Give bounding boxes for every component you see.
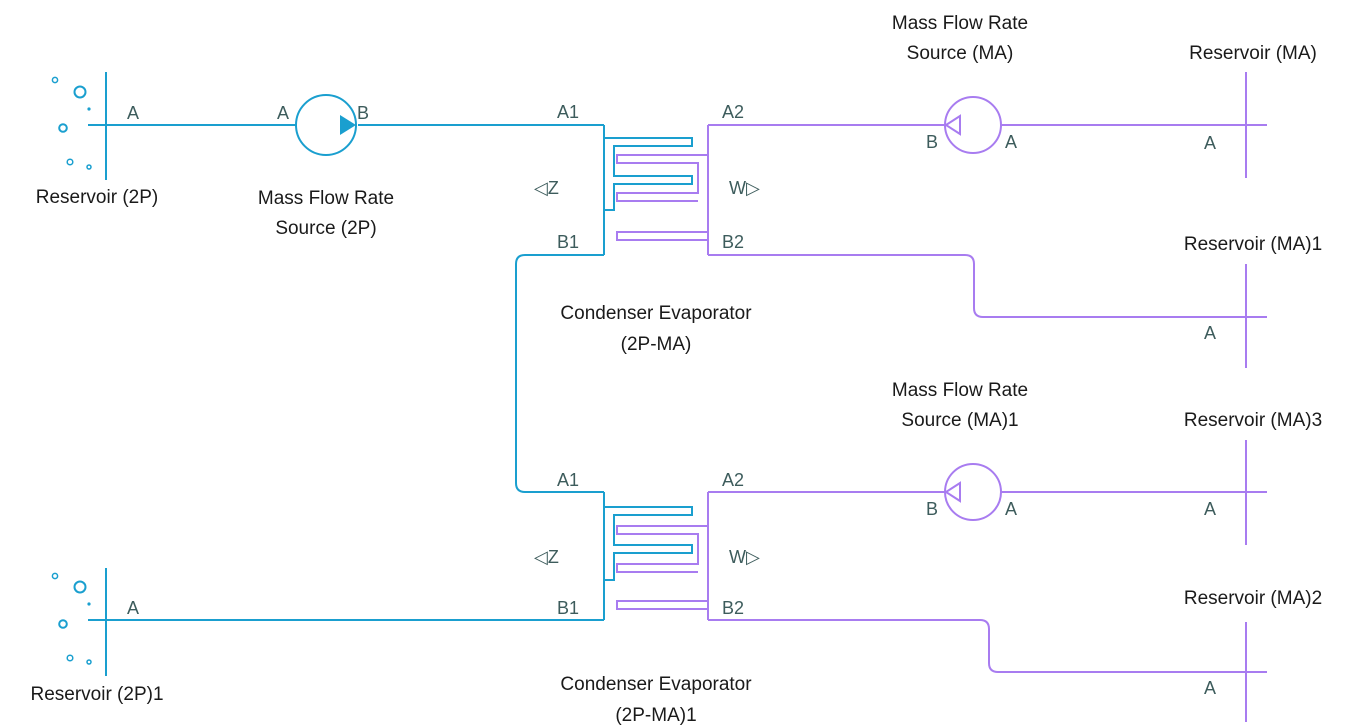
condevap1-port-a2: A2 [722,470,744,490]
condevap-port-a1: A1 [557,102,579,122]
source-2p-label-line2: Source (2P) [275,218,376,239]
reservoir-ma-block[interactable]: A Reservoir (MA) [1189,43,1317,178]
reservoir-ma3-port-a: A [1204,499,1216,519]
mass-flow-rate-source-2p-block[interactable]: A B Mass Flow Rate Source (2P) [258,94,394,239]
condevap-port-b1: B1 [557,232,579,252]
source-ma-port-a: A [1005,132,1017,152]
reservoir-ma2-block[interactable]: A Reservoir (MA)2 [1184,588,1322,722]
condevap1-port-z: ◁Z [534,547,559,567]
wire-condevap-b2-to-reservoirma1[interactable] [708,254,1267,318]
source-ma-label-line1: Mass Flow Rate [892,13,1028,34]
reservoir-ma1-label: Reservoir (MA)1 [1184,234,1322,255]
condevap1-label-line2: (2P-MA)1 [615,705,696,726]
reservoir-2p-label: Reservoir (2P) [36,187,158,208]
condevap-port-b2: B2 [722,232,744,252]
condevap1-port-b2: B2 [722,598,744,618]
reservoir-2p1-port-a: A [127,598,139,618]
reservoir-ma1-port-a: A [1204,323,1216,343]
condevap-label-line2: (2P-MA) [621,334,692,355]
source-2p-label-line1: Mass Flow Rate [258,188,394,209]
source-ma1-label-line1: Mass Flow Rate [892,380,1028,401]
source-ma1-port-a: A [1005,499,1017,519]
condevap1-port-a1: A1 [557,470,579,490]
condevap-label-line1: Condenser Evaporator [560,303,752,324]
wires-moist-air [708,124,1267,673]
reservoir-2p-block[interactable]: A Reservoir (2P) [36,72,158,208]
reservoir-ma3-block[interactable]: A Reservoir (MA)3 [1184,410,1322,545]
condevap-port-z: ◁Z [534,178,559,198]
reservoir-ma2-label: Reservoir (MA)2 [1184,588,1322,609]
reservoir-2p1-block[interactable]: A Reservoir (2P)1 [30,568,164,705]
wire-condevap1-b2-to-reservoirma2[interactable] [708,619,1267,673]
heat-exchanger-icon [603,125,709,255]
bubbles-icon [51,572,92,665]
wire-condevap-b1-to-condevap1-a1[interactable] [515,254,604,493]
source-ma1-port-b: B [926,499,938,519]
flow-arrow-icon [944,114,961,136]
reservoir-ma1-block[interactable]: A Reservoir (MA)1 [1184,234,1322,368]
source-ma-label-line2: Source (MA) [907,43,1014,64]
mass-flow-rate-source-ma-block[interactable]: B A Mass Flow Rate Source (MA) [892,13,1028,154]
condenser-evaporator-block[interactable]: A1 B1 A2 B2 ◁Z W▷ Condenser Evaporator (… [534,102,760,355]
condenser-evaporator-1-block[interactable]: A1 B1 A2 B2 ◁Z W▷ Condenser Evaporator (… [534,470,760,726]
source-ma-port-b: B [926,132,938,152]
source-2p-port-a: A [277,103,289,123]
condevap1-port-w: W▷ [729,547,760,567]
reservoir-ma-label: Reservoir (MA) [1189,43,1317,64]
condevap1-label-line1: Condenser Evaporator [560,674,752,695]
reservoir-ma2-port-a: A [1204,678,1216,698]
condevap-port-a2: A2 [722,102,744,122]
flow-arrow-icon [944,481,961,503]
heat-exchanger-icon [603,492,709,620]
flow-arrow-icon [340,115,356,135]
condevap-port-w: W▷ [729,178,760,198]
condevap1-port-b1: B1 [557,598,579,618]
wires-two-phase [88,124,604,621]
reservoir-2p1-label: Reservoir (2P)1 [30,684,163,705]
source-2p-port-b: B [357,103,369,123]
bubbles-icon [51,76,92,170]
reservoir-ma3-label: Reservoir (MA)3 [1184,410,1322,431]
reservoir-2p-port-a: A [127,103,139,123]
mass-flow-rate-source-ma1-block[interactable]: B A Mass Flow Rate Source (MA)1 [892,380,1028,521]
source-ma1-label-line2: Source (MA)1 [901,410,1018,431]
reservoir-ma-port-a: A [1204,133,1216,153]
